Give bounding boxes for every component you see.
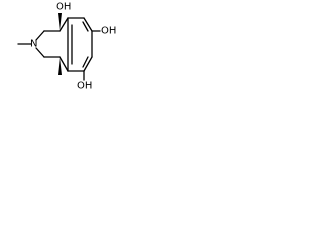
double-bond-c5-c6: [82, 21, 89, 32]
bond-c4-c4a: [59, 17, 69, 32]
bond-c5-c6: [83, 17, 93, 32]
bond-n-c1: [35, 47, 45, 58]
double-bond-c7-c8: [82, 56, 89, 68]
hydroxyl-label-bottom: OH: [77, 81, 92, 92]
tetrahydroisoquinoline-structure: OH OH OH N: [17, 2, 116, 92]
wedge-bond-c1-methyl: [58, 57, 62, 75]
hydroxyl-label-right: OH: [101, 26, 116, 37]
bond-c7-c8: [83, 56, 93, 72]
wedge-bond-c4-oh: [58, 13, 62, 31]
hydroxyl-label-top: OH: [56, 2, 71, 13]
bond-c3-n: [35, 30, 45, 41]
nitrogen-label: N: [30, 39, 37, 50]
bond-lines: [17, 17, 101, 81]
bond-c1-c8a: [59, 56, 69, 72]
